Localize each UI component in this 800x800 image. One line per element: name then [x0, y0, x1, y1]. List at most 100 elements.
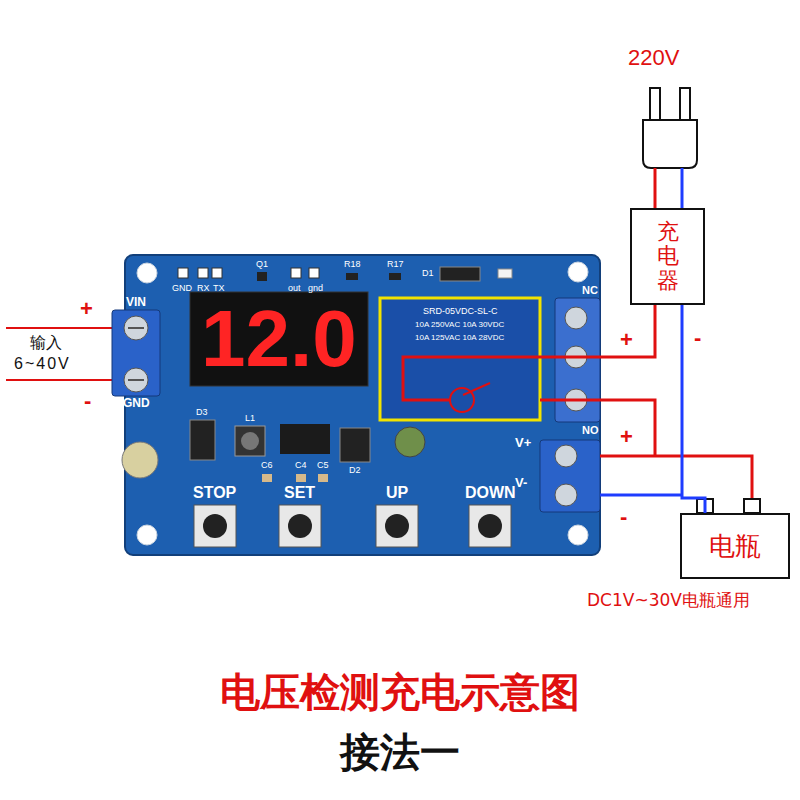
contact-mark	[450, 388, 474, 412]
part-name: D2	[349, 465, 361, 475]
diode	[440, 267, 480, 281]
part-name: Q1	[256, 259, 268, 269]
display-reading: 12.0	[201, 299, 357, 379]
push-button	[469, 505, 511, 547]
screw-slot	[128, 327, 144, 329]
screw	[565, 307, 587, 329]
capacitor	[122, 442, 158, 478]
pin-name: NC	[582, 284, 598, 297]
neutral-wire	[681, 168, 684, 208]
screw	[555, 445, 577, 467]
battery-terminal	[540, 440, 600, 512]
live-wire	[654, 168, 657, 208]
led	[498, 269, 512, 278]
polarity-mark: -	[84, 388, 91, 413]
push-button	[279, 505, 321, 547]
node-text: 充电器	[657, 220, 679, 293]
input-label: 输入	[30, 334, 62, 352]
push-button	[194, 505, 236, 547]
part-name: C6	[261, 460, 273, 470]
positive-wire	[540, 400, 752, 498]
relay-rating: 10A 125VAC 10A 28VDC	[415, 333, 504, 342]
transistor	[257, 272, 267, 281]
pin-name: gnd	[308, 283, 323, 293]
plug-prong	[650, 88, 660, 120]
inductor-core	[241, 432, 259, 450]
button-cap	[288, 514, 312, 538]
pin	[291, 268, 301, 278]
pin	[198, 268, 208, 278]
pin-name: out	[288, 283, 301, 293]
battery-note: DC1V~30V电瓶通用	[587, 591, 750, 611]
part-name: D3	[196, 407, 208, 417]
smd-cap	[318, 474, 328, 482]
polarity-mark: -	[620, 504, 627, 529]
part-name: C5	[317, 460, 329, 470]
mount-hole	[137, 525, 157, 545]
pin-name: RX	[197, 283, 210, 293]
node-text: 电瓶	[709, 529, 761, 564]
led-display	[190, 292, 368, 386]
page-title: 电压检测充电示意图	[220, 665, 580, 720]
input-terminal	[112, 310, 160, 396]
resistor	[346, 273, 358, 280]
button-label: UP	[386, 484, 408, 502]
negative-wire	[600, 494, 682, 497]
negative-wire	[682, 305, 705, 513]
battery-box: 电瓶	[680, 513, 790, 579]
resistor	[389, 273, 401, 280]
screw	[124, 316, 148, 340]
smd-cap	[262, 474, 272, 482]
pin-name: GND	[123, 397, 150, 411]
pin-name: V+	[515, 436, 531, 451]
screw	[555, 484, 577, 506]
positive-wire	[403, 305, 655, 400]
relay-rating: 10A 250VAC 10A 30VDC	[415, 320, 504, 329]
plug-prong	[680, 88, 690, 120]
mount-hole	[568, 525, 588, 545]
pcb-board	[125, 255, 600, 555]
part-name: C4	[295, 460, 307, 470]
part-name: R18	[344, 259, 361, 269]
part-name: R17	[387, 259, 404, 269]
pin-name: GND	[172, 283, 192, 293]
button-label: DOWN	[465, 484, 516, 502]
diode	[190, 420, 215, 460]
relay-terminal	[555, 298, 600, 422]
screw	[124, 368, 148, 392]
polarity-mark: -	[694, 325, 701, 350]
button-cap	[478, 514, 502, 538]
pin-name: V-	[515, 476, 527, 491]
mount-hole	[137, 263, 157, 283]
input-range: 6~40V	[14, 355, 71, 373]
button-cap	[385, 514, 409, 538]
inductor	[235, 426, 265, 456]
input-wire	[6, 379, 120, 381]
smd-cap	[296, 474, 306, 482]
voltage-label: 220V	[628, 45, 679, 70]
pin-name: VIN	[126, 296, 146, 310]
pin	[212, 268, 222, 278]
button-cap	[203, 514, 227, 538]
charger-box: 充电器	[630, 208, 705, 305]
pin	[178, 268, 188, 278]
screw-slot	[128, 379, 144, 381]
part-name: D1	[422, 268, 434, 278]
pin	[309, 268, 319, 278]
ic-chip	[280, 424, 330, 454]
plug-body	[643, 120, 697, 168]
part-name: L1	[245, 413, 255, 423]
battery-post	[744, 499, 760, 513]
polarity-mark: +	[80, 296, 93, 321]
button-label: STOP	[193, 484, 236, 502]
diode	[340, 428, 370, 462]
pin-name: NO	[582, 424, 599, 437]
push-button	[376, 505, 418, 547]
page-caption: 接法一	[340, 725, 460, 780]
polarity-mark: +	[620, 327, 633, 352]
pin-name: TX	[213, 283, 225, 293]
input-wire	[6, 327, 120, 329]
relay-model: SRD-05VDC-SL-C	[423, 306, 498, 316]
capacitor	[395, 427, 425, 457]
